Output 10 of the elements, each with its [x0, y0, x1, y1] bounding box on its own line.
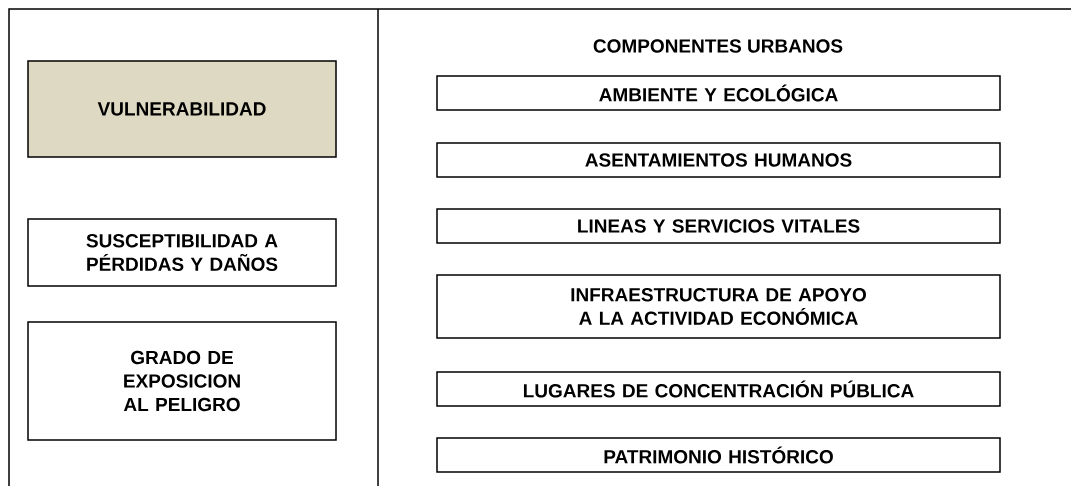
text-box: INFRAESTRUCTURA DE APOYO A LA ACTIVIDAD ECONÓMICA [436, 274, 1001, 339]
text-box: AMBIENTE Y ECOLÓGICA [436, 75, 1001, 111]
heading-box: VULNERABILIDAD [27, 60, 337, 158]
text-box: PATRIMONIO HISTÓRICO [436, 437, 1001, 473]
text-box: LINEAS Y SERVICIOS VITALES [436, 208, 1001, 244]
text-box: SUSCEPTIBILIDAD A PÉRDIDAS Y DAÑOS [27, 218, 337, 287]
text-box: GRADO DE EXPOSICION AL PELIGRO [27, 321, 337, 441]
text-box: ASENTAMIENTOS HUMANOS [436, 142, 1001, 178]
text-box: LUGARES DE CONCENTRACIÓN PÚBLICA [436, 371, 1001, 407]
column-heading: COMPONENTES URBANOS [593, 39, 843, 53]
